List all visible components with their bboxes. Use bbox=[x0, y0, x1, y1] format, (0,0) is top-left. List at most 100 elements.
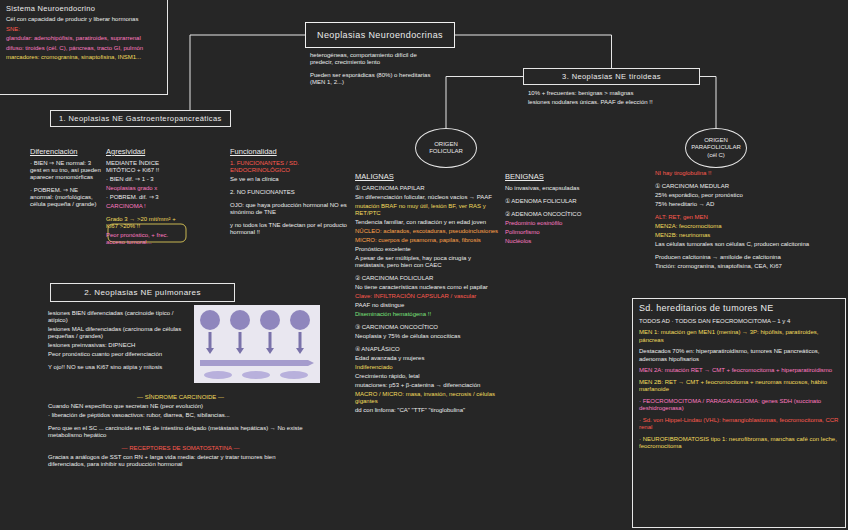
node-text: difuso: tiroides (cél. C), páncreas, tra… bbox=[6, 45, 161, 53]
node-heading: Sistema Neuroendocrino bbox=[6, 4, 161, 13]
note-text: — SÍNDROME CARCINOIDE — bbox=[48, 394, 313, 401]
note-text: NÚCLEO: aclarados, escotaduras, pseudoin… bbox=[355, 228, 500, 235]
note-text: No tiene características nucleares como … bbox=[355, 284, 500, 291]
note-text: Producen calcitonina → amiloide de calci… bbox=[655, 254, 827, 261]
note-text: Tendencia familiar, con radiación y en e… bbox=[355, 219, 500, 226]
node-heading: 2. Neoplasias NE pulmonares bbox=[84, 288, 201, 298]
note-box: Sistema NeuroendocrinoCél con capacidad … bbox=[0, 0, 168, 95]
node-text: MEN 2A: mutación RET → CMT + feocromocit… bbox=[639, 367, 839, 375]
note-text: Nucléolos bbox=[505, 238, 625, 245]
node-text: marcadores: cromogranina, sinaptofisina,… bbox=[6, 54, 161, 62]
node-text: · NEUROFIBROMATOSIS tipo 1: neurofibroma… bbox=[639, 436, 839, 451]
note-text: Clave: INFILTRACIÓN CAPSULAR / vascular bbox=[355, 293, 500, 300]
note-text: heterogéneas, comportamiento difícil de … bbox=[310, 52, 435, 66]
note-text: MICRO: cuerpos de psamoma, papilas, fibr… bbox=[355, 237, 500, 244]
note-text: Y ojo!! NO se usa Ki67 sino atipia y mit… bbox=[48, 364, 188, 371]
column-heading: Agresividad bbox=[106, 147, 186, 156]
note-text: MEN2A: feocromocitoma bbox=[655, 223, 827, 230]
column-heading: Funcionalidad bbox=[230, 147, 348, 156]
pathway-figure bbox=[194, 305, 320, 383]
note-text: dd con linfoma: "CA" "TTF" "tiroglobulin… bbox=[355, 407, 500, 414]
node-text: · FEOCROMOCITOMA / PARAGANGLIOMA: genes … bbox=[639, 398, 839, 413]
node-text: glandular: adenohipófisis, paratiroides,… bbox=[6, 35, 161, 43]
note-text: y no todos los TNE detectan por el produ… bbox=[230, 222, 348, 236]
note-text: ③ CARCINOMA ONCOCÍTICO bbox=[355, 324, 500, 331]
note-text: Gracias a análogos de SST con RN + larga… bbox=[48, 454, 313, 468]
note-text: Pueden ser esporádicas (80%) o hereditar… bbox=[310, 72, 435, 86]
note-text: MEN2B: neurinomas bbox=[655, 232, 827, 239]
note-text: ② ADENOMA ONCOCÍTICO bbox=[505, 211, 625, 218]
figure-cell bbox=[260, 310, 280, 330]
note-text: MACRO / MICRO: masa, invasión, necrosis … bbox=[355, 391, 500, 405]
note-text: 2. NO FUNCIONANTES bbox=[230, 189, 348, 196]
note-text: Peor pronóstico cuanto peor diferenciaci… bbox=[48, 351, 188, 358]
node-text: MEN 1: mutación gen MEN1 (menina) → 3P: … bbox=[639, 329, 839, 344]
connector-line bbox=[700, 77, 716, 129]
note-text: 1. FUNCIONANTES / SD. ENDOCRINOLÓGICO bbox=[230, 160, 348, 174]
section-box: 1. Neoplasias NE Gastroenteropancreática… bbox=[50, 110, 231, 127]
node-text: Cél con capacidad de producir y liberar … bbox=[6, 16, 161, 24]
column-heading: BENIGNAS bbox=[505, 172, 625, 181]
figure-cell bbox=[230, 310, 250, 330]
note-text: Peor pronóstico, + frec. acceso tumoral.… bbox=[106, 232, 186, 246]
note-text: ② CARCINOMA FOLICULAR bbox=[355, 275, 500, 282]
node-text: Destacados 70% en: hiperparatiroidismo, … bbox=[639, 348, 839, 363]
note-text: mutación BRAF no muy útil, lesión BF, ve… bbox=[355, 203, 500, 217]
note-text: Cuando NEN específico que secretan NE (p… bbox=[48, 403, 313, 410]
note-text: Se ve en la clínica bbox=[230, 176, 348, 183]
figure-ground bbox=[194, 305, 320, 383]
title-box: Neoplasias Neuroendocrinas bbox=[305, 22, 455, 48]
note-text: Neoplasia y 75% de células oncocíticas bbox=[355, 333, 500, 340]
figure-cell bbox=[280, 371, 308, 379]
note-text: lesiones BIEN diferenciadas (carcinoide … bbox=[48, 310, 188, 324]
connector-line bbox=[455, 35, 612, 68]
note-text: MEDIANTE ÍNDICE MITÓTICO + Ki67 !! bbox=[106, 160, 186, 174]
note-text: Tinción: cromogranina, sinaptofisina, CE… bbox=[655, 263, 827, 270]
node-heading: 3. Neoplasias NE tiroideas bbox=[562, 72, 661, 81]
figure-arrows bbox=[210, 332, 300, 350]
connector-line bbox=[190, 35, 305, 110]
note-text: Neoplasias grado x bbox=[106, 185, 186, 192]
note-text: CARCINOMA ! bbox=[106, 203, 186, 210]
column-heading: Diferenciación bbox=[30, 147, 102, 156]
note-text: · BIEN dif. ⇒ 1 - 3 bbox=[106, 176, 186, 183]
node-text: · Sd. von Hippel-Lindau (VHL): hemangiob… bbox=[639, 417, 839, 432]
node-heading: ORIGEN FOLICULAR bbox=[424, 141, 468, 156]
figure-cell bbox=[242, 371, 270, 379]
note-text: 75% hereditario → AD bbox=[655, 201, 827, 208]
note-text: mutaciones: p53 + β-catenina → diferenci… bbox=[355, 382, 500, 389]
node-heading: Sd. hereditarios de tumores NE bbox=[639, 303, 839, 314]
note-text: Crecimiento rápido, letal bbox=[355, 373, 500, 380]
note-text: Grado 3 → >20 mit/mm² + Ki67 >20% !! bbox=[106, 216, 186, 230]
note-text: 25% esporádico, peor pronóstico bbox=[655, 192, 827, 199]
note-text: Polimorfismo bbox=[505, 229, 625, 236]
note-text: Edad avanzada y mujeres bbox=[355, 355, 500, 362]
note-text: Predominio eosinófilo bbox=[505, 220, 625, 227]
note-text: lesiones preinvasivas: DIPNECH bbox=[48, 342, 188, 349]
figure-band bbox=[200, 360, 314, 366]
node-heading: ORIGEN PARAFOLICULAR (cél C) bbox=[691, 137, 741, 160]
section-box: 3. Neoplasias NE tiroideas bbox=[523, 68, 700, 85]
note-text: NI hay tiroglobulina !! bbox=[655, 170, 827, 177]
note-text: Indiferenciado bbox=[355, 364, 500, 371]
section-box: 2. Neoplasias NE pulmonares bbox=[50, 283, 235, 302]
note-text: ① ADENOMA FOLICULAR bbox=[505, 198, 625, 205]
origin-circle: ORIGEN PARAFOLICULAR (cél C) bbox=[685, 128, 747, 168]
note-text: — RECEPTORES DE SOMATOSTATINA — bbox=[48, 445, 313, 452]
note-text: · liberación de péptidos vasoactivos: ru… bbox=[48, 412, 313, 419]
syndrome-panel: Sd. hereditarios de tumores NE TODOS AD ·… bbox=[632, 298, 846, 528]
note-text: ① CARCINOMA PAPILAR bbox=[355, 185, 500, 192]
note-text: Sin diferenciación folicular, núcleos va… bbox=[355, 194, 500, 201]
note-text: Pronóstico excelente bbox=[355, 246, 500, 253]
node-text: SNE: bbox=[6, 26, 161, 34]
connector-line bbox=[446, 77, 523, 129]
origin-circle: ORIGEN FOLICULAR bbox=[415, 128, 477, 168]
figure-cell bbox=[204, 371, 232, 379]
note-text: 10% + frecuentes: benignas > malignas bbox=[528, 90, 696, 97]
note-text: · BIEN ⇒ NE normal: 3 gest en su tno, as… bbox=[30, 160, 102, 181]
note-text: · POBREM. ⇒ NE anormal: (morfológicas, c… bbox=[30, 187, 102, 208]
node-text: TODOS AD · TODOS DAN FEOCROMOCITOMA – 1 … bbox=[639, 318, 839, 326]
figure-cell bbox=[290, 310, 310, 330]
node-heading: Neoplasias Neuroendocrinas bbox=[317, 30, 443, 41]
